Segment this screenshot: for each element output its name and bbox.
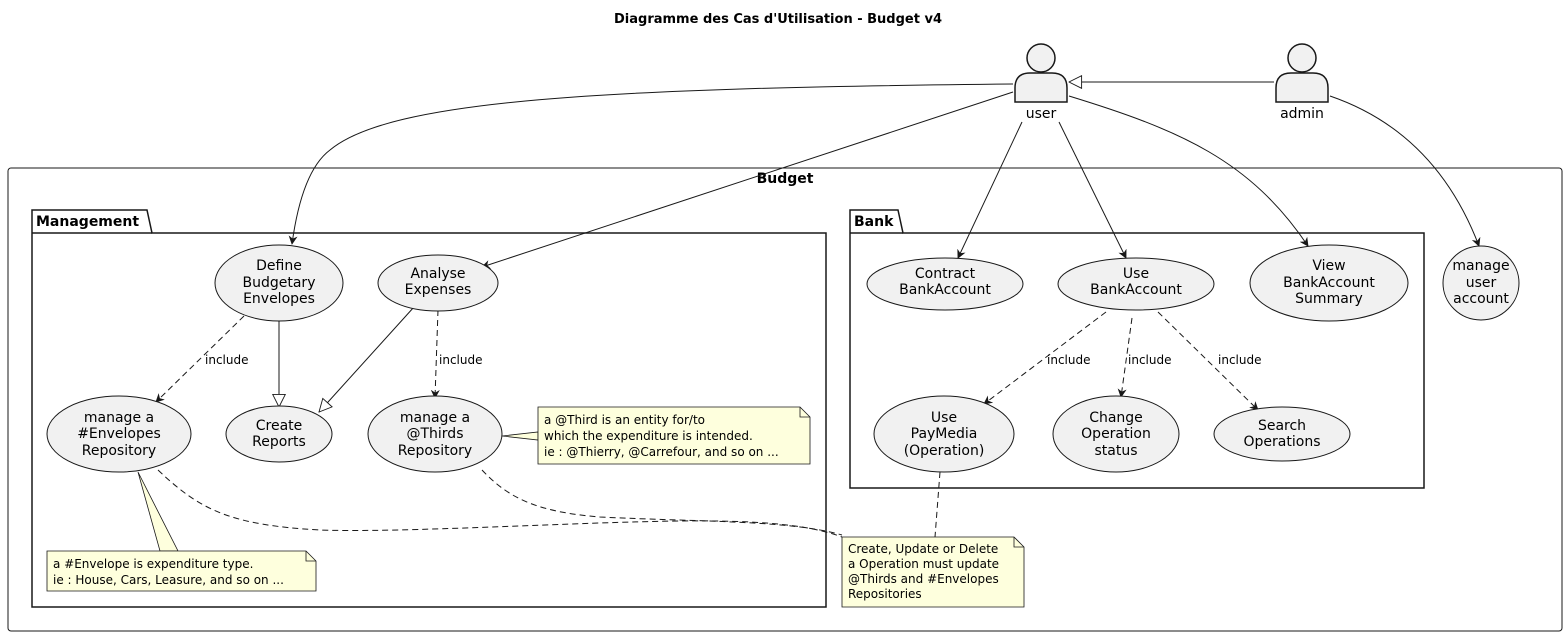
package-management-label: Management	[36, 214, 139, 230]
include-label-5: include	[1218, 353, 1261, 367]
include-analyse-thirds-repo	[430, 309, 440, 399]
include-label-2: include	[439, 353, 482, 367]
edge-user-analyse-expenses	[481, 91, 1014, 269]
actor-user-label: user	[1026, 106, 1057, 122]
edge-user-view-summary	[1068, 95, 1309, 247]
edge-user-contract-bankaccount	[957, 121, 1023, 259]
edge-user-define-envelopes	[288, 83, 1014, 245]
edge-user-use-bankaccount	[1058, 121, 1127, 259]
note-envelope: a #Envelope is expenditure type.ie : Hou…	[46, 550, 317, 592]
actor-admin-label: admin	[1280, 106, 1324, 122]
svg-text:a #Envelope is expenditure typ: a #Envelope is expenditure type.ie : Hou…	[53, 557, 284, 587]
note-link-paymedia	[934, 471, 941, 538]
include-label-3: include	[1047, 353, 1090, 367]
package-bank-label: Bank	[854, 214, 894, 230]
edge-analyse-create-reports	[319, 306, 415, 412]
include-change-status	[1117, 317, 1133, 398]
edge-admin-manage-account	[1329, 95, 1481, 247]
note-link-thirds	[481, 469, 843, 536]
include-label-1: include	[205, 353, 248, 367]
include-define-envelopes-repo	[155, 315, 245, 403]
note-link-envelopes	[157, 469, 843, 538]
include-label-4: include	[1128, 353, 1171, 367]
include-search-operations	[1157, 311, 1259, 411]
diagram-title: Diagramme des Cas d'Utilisation - Budget…	[614, 12, 942, 27]
include-use-paymedia	[983, 311, 1107, 405]
system-label: Budget	[757, 171, 814, 187]
actor-user[interactable]: user	[1014, 43, 1068, 122]
actor-admin[interactable]: admin	[1275, 43, 1329, 122]
